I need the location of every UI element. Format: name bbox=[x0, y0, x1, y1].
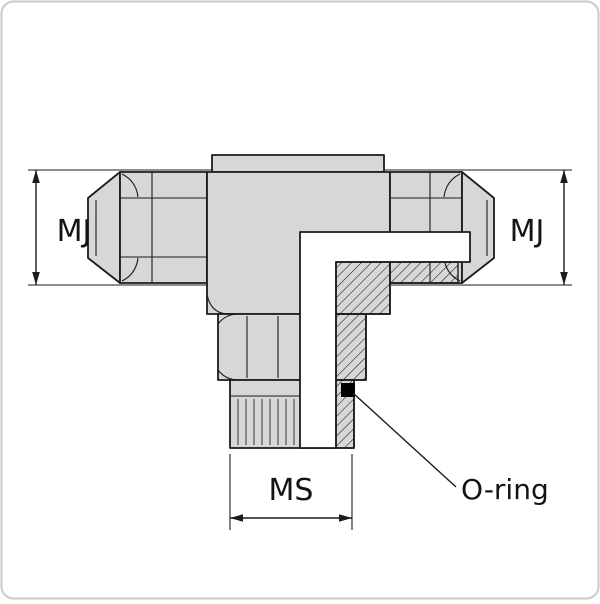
left-hex-flats bbox=[120, 172, 207, 283]
section-hatch-body bbox=[335, 261, 459, 315]
ms-dim-label: MS bbox=[269, 473, 314, 508]
fitting-body bbox=[87, 154, 495, 449]
right-dimension: MJ bbox=[510, 170, 568, 285]
left-dim-label: MJ bbox=[57, 214, 92, 249]
oring-callout: O-ring bbox=[352, 392, 549, 506]
arrow-down-icon bbox=[32, 272, 40, 285]
arrow-right-icon bbox=[339, 514, 352, 522]
body-fillet bbox=[206, 293, 227, 315]
left-hex bbox=[119, 171, 208, 284]
stud-thread-lines bbox=[237, 399, 295, 445]
right-dim-label: MJ bbox=[510, 214, 545, 249]
nut-chamfers bbox=[217, 313, 279, 381]
oring-label: O-ring bbox=[461, 473, 549, 506]
section-hatch-nut bbox=[335, 313, 367, 381]
left-dimension: MJ bbox=[32, 170, 91, 285]
oring-seal bbox=[341, 383, 355, 397]
oring-leader-line bbox=[352, 392, 457, 488]
arrow-down-icon bbox=[560, 272, 568, 285]
arrow-left-icon bbox=[230, 514, 243, 522]
arrow-up-icon bbox=[560, 170, 568, 183]
arrow-up-icon bbox=[32, 170, 40, 183]
ms-dimension: MS bbox=[229, 454, 353, 530]
left-flare-cone bbox=[87, 171, 121, 284]
right-flare-cone bbox=[461, 171, 495, 284]
left-hex-chamfers bbox=[121, 173, 139, 282]
top-step bbox=[211, 154, 385, 173]
